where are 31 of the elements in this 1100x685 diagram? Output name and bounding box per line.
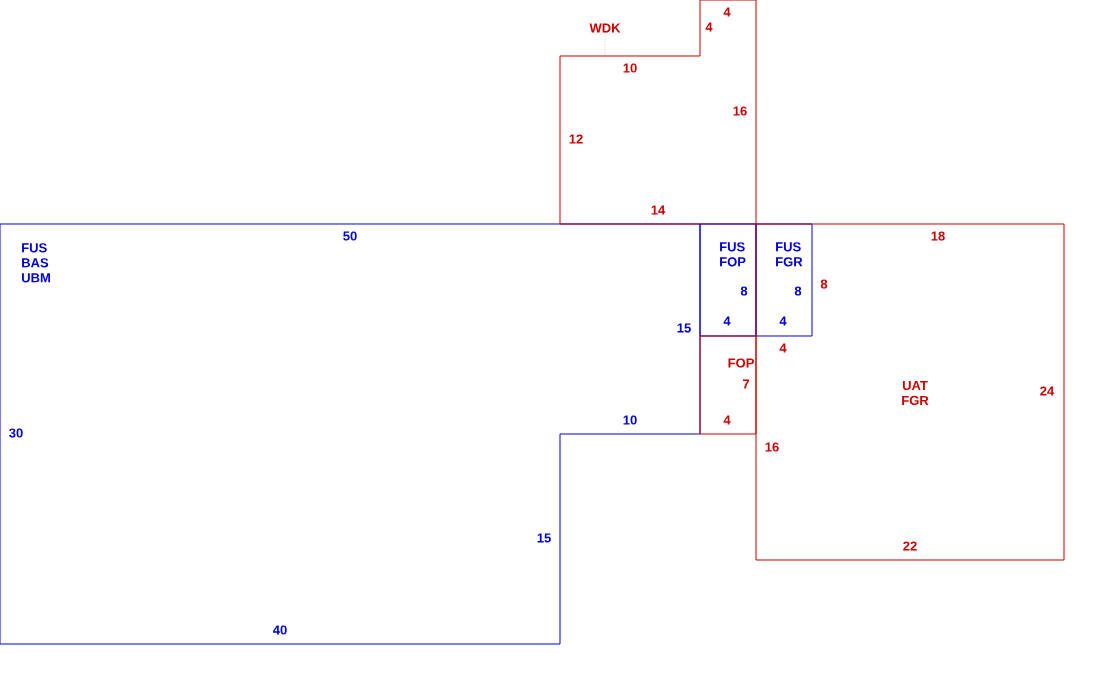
dimension-label: 8 xyxy=(820,279,828,289)
dimension-label: 4 xyxy=(779,316,787,326)
dimension-label: 4 xyxy=(723,7,731,17)
dimension-label: 8 xyxy=(740,286,748,296)
dimension-label: 24 xyxy=(1040,386,1055,396)
dimension-label: 16 xyxy=(733,106,747,116)
dimension-label: 10 xyxy=(623,415,637,425)
area-label: FUS BAS UBM xyxy=(22,243,50,283)
dimension-label: 14 xyxy=(651,205,666,215)
dimension-label: 12 xyxy=(569,134,583,144)
dimension-label: 22 xyxy=(903,541,917,551)
dimension-label: 4 xyxy=(705,22,713,32)
area-label: WDK xyxy=(589,23,621,33)
dimension-label: 7 xyxy=(742,379,750,389)
dimension-label: 18 xyxy=(931,231,945,241)
area-label: FUS FOP xyxy=(720,242,746,267)
deck-outline xyxy=(559,0,757,225)
dimension-label: 50 xyxy=(343,231,357,241)
dimension-label: 16 xyxy=(765,442,779,452)
dimension-label: 30 xyxy=(9,428,23,438)
dimension-label: 10 xyxy=(623,63,637,73)
area-label: FUS FGR xyxy=(776,242,803,267)
area-label: FOP xyxy=(728,358,754,368)
dimension-label: 4 xyxy=(779,343,787,353)
dimension-label: 40 xyxy=(273,625,287,635)
area-label: UAT FGR xyxy=(902,380,929,406)
dimension-label: 4 xyxy=(723,415,731,425)
dimension-label: 4 xyxy=(723,316,731,326)
dimension-label: 15 xyxy=(677,323,691,333)
dimension-label: 8 xyxy=(794,286,802,296)
dimension-label: 15 xyxy=(537,533,551,543)
